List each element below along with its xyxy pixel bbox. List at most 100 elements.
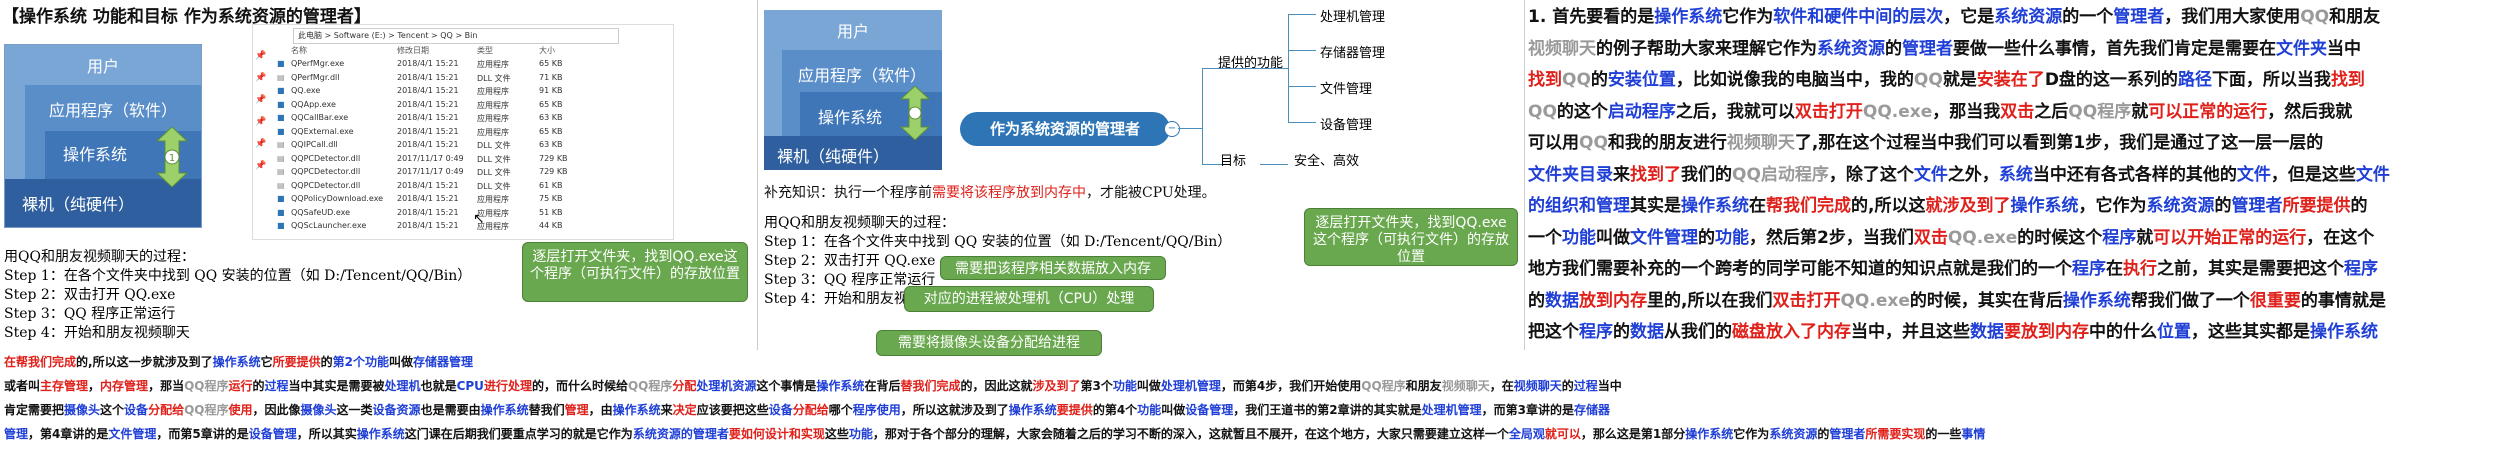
file-name: QQPCDetector.dll: [291, 153, 361, 163]
text-line: 或者叫主存管理，内存管理，那当QQ程序运行的过程当中其实是需要被处理机也就是CP…: [4, 376, 1622, 396]
text-span: 找到: [2330, 70, 2365, 90]
file-size: 729 KB: [539, 153, 568, 163]
file-type: DLL 文件: [477, 168, 511, 177]
address-bar[interactable]: 此电脑 > Software (E:) > Tencent > QQ > Bin: [293, 28, 619, 44]
breadcrumb-2[interactable]: Tencent: [397, 31, 429, 40]
text-span: 软件和硬件中间的层次: [1773, 7, 1944, 27]
col-name[interactable]: 名称: [291, 46, 307, 55]
text-line: 文件夹目录来找到了我们的QQ启动程序，除了这个文件之外，系统当中还有各式各样的其…: [1528, 160, 2490, 192]
middle-panel: 用户 应用程序（软件） 操作系统 裸机（纯硬件） 作为系统资源的管理者 − 提供…: [760, 6, 1522, 358]
text-span: 来: [660, 403, 673, 417]
text-span: 的组织和管理: [1528, 196, 1630, 216]
text-span: 所要提供: [2282, 196, 2351, 216]
nav-pane-pins: 📌📌📌📌📌📌: [255, 51, 267, 171]
text-span: 的: [320, 355, 333, 369]
exe-file-icon: ■: [277, 221, 285, 230]
text-span: ，而第4步，我们开始使用: [1220, 379, 1362, 393]
divider-left: [757, 0, 758, 350]
text-span: ，那当我: [1932, 101, 2001, 122]
text-span: 就是: [1942, 70, 1977, 90]
breadcrumb-1[interactable]: Software (E:): [333, 31, 386, 40]
file-date: 2018/4/1 15:21: [397, 113, 459, 122]
text-span: 的，而什么时候给: [531, 379, 628, 393]
text-span: 事情: [1961, 427, 1986, 441]
file-type: 应用程序: [477, 127, 509, 137]
text-span: 来: [1613, 164, 1630, 185]
text-span: 磁盘放入了内存: [1732, 322, 1851, 342]
text-span: ，然后第2步，当我们: [1749, 227, 1914, 248]
text-span: QQ程序: [2068, 101, 2132, 122]
text-span: ，而第5章讲的是: [156, 427, 249, 441]
text-span: 当中其实是需要被: [288, 379, 385, 393]
central-node: 作为系统资源的管理者: [960, 112, 1170, 146]
right-paragraph: 1. 首先要看的是操作系统它作为软件和硬件中间的层次，它是系统资源的一个管理者，…: [1528, 2, 2490, 349]
text-span: 设备管理: [248, 427, 297, 441]
breadcrumb-4[interactable]: Bin: [464, 31, 478, 40]
text-span: 操作系统: [2010, 196, 2079, 216]
left-step-1: Step 1：在各个文件夹中找到 QQ 安装的位置（如 D:/Tencent/Q…: [4, 268, 472, 284]
text-span: 程序: [2344, 259, 2378, 279]
col-size[interactable]: 大小: [539, 46, 555, 55]
mid-layer-hardware-label: 裸机（纯硬件）: [776, 147, 889, 166]
text-span: 的: [1817, 427, 1830, 441]
breadcrumb-3[interactable]: QQ: [440, 31, 453, 40]
breadcrumb-0[interactable]: 此电脑: [298, 31, 322, 40]
text-span: 之外，: [1947, 164, 1999, 185]
text-span: 肯定需要把: [4, 403, 65, 417]
file-date: 2018/4/1 15:21: [397, 59, 459, 68]
mid-layer-app-label: 应用程序（软件）: [797, 66, 926, 85]
text-span: QQ程序: [627, 379, 673, 393]
file-size: 63 KB: [539, 113, 563, 122]
text-span: 程序: [2072, 259, 2106, 279]
file-name: QQPCDetector.dll: [291, 167, 361, 176]
file-date: 2018/4/1 15:21: [397, 99, 459, 109]
text-span: 双击打开: [1794, 101, 1863, 122]
text-span: 我们的: [1681, 164, 1732, 185]
text-span: 之前，其实是需要把这个: [2157, 259, 2344, 279]
text-span: 主存管理: [40, 379, 89, 393]
central-node-toggle[interactable]: −: [1164, 121, 1180, 137]
exe-file-icon: ■: [277, 194, 285, 203]
left-steps-intro: 用QQ和朋友视频聊天的过程：: [4, 249, 195, 265]
text-span: 所要提供: [272, 355, 321, 369]
text-span: 的这个: [1556, 101, 1608, 122]
text-span: 设备: [768, 403, 793, 417]
text-span: 文件夹: [2276, 38, 2327, 59]
text-span: 路径: [2177, 70, 2212, 90]
text-span: 叫做: [1161, 403, 1186, 417]
file-size: 61 KB: [539, 180, 563, 190]
text-span: ，所以其实: [296, 427, 357, 441]
file-name: QQCallBar.exe: [291, 113, 349, 122]
col-type[interactable]: 类型: [477, 46, 493, 55]
text-span: 安装在了: [1976, 70, 2045, 90]
text-span: ，在: [1489, 379, 1514, 393]
text-span: 功能: [1562, 227, 1596, 248]
text-span: 下面，所以当我: [2211, 70, 2331, 90]
left-step-3: Step 3：QQ 程序正常运行: [4, 306, 176, 322]
svg-text:1: 1: [169, 153, 175, 164]
text-line: 在帮我们完成的,所以这一步就涉及到了操作系统它所要提供的第2个功能叫做存储器管理: [4, 352, 473, 372]
text-span: ，它作为: [2078, 196, 2147, 216]
text-line: 肯定需要把摄像头这个设备分配给QQ程序使用，因此像摄像头这一类设备资源也是需要由…: [4, 400, 1610, 420]
col-date[interactable]: 修改日期: [397, 46, 429, 55]
branch-goal: 目标: [1220, 154, 1247, 169]
text-span: 也就是: [420, 379, 457, 393]
left-step-2: Step 2：双击打开 QQ.exe: [4, 287, 176, 303]
text-line: 把这个程序的数据从我们的磁盘放入了内存当中，并且这些数据要放到内存中的什么位置，…: [1528, 317, 2490, 349]
text-span: 在背后: [864, 379, 901, 393]
text-span: 1. 首先要看的是: [1528, 7, 1655, 27]
text-span: QQ: [1913, 70, 1943, 90]
